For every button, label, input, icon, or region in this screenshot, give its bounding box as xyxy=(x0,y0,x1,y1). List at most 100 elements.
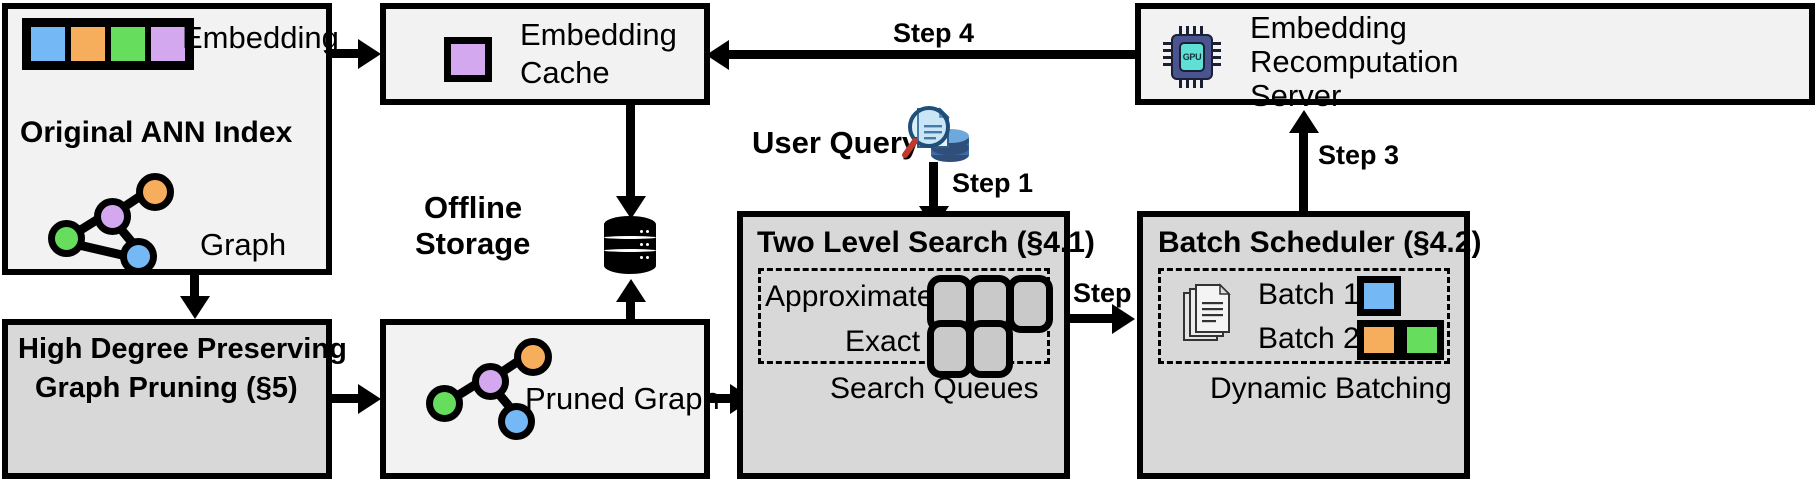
arrow-step2-head xyxy=(1112,304,1135,334)
gpu-pin xyxy=(1193,79,1196,88)
gpu-chip-icon: GPU xyxy=(1163,26,1221,88)
dynamic-batching-panel xyxy=(1158,268,1450,364)
step4-label: Step 4 xyxy=(893,18,975,48)
gpu-pin xyxy=(1212,49,1221,52)
batch1-swatch-blue xyxy=(1357,276,1401,316)
arrow-prunedgraph-to-storage-line xyxy=(626,300,635,322)
recompute-server-line1: Embedding xyxy=(1250,10,1407,45)
embedding-swatch-orange xyxy=(68,24,108,64)
recompute-server-box xyxy=(1135,3,1815,105)
gpu-pin xyxy=(1163,49,1172,52)
arrow-step1-line xyxy=(929,162,938,210)
arrow-pruning-to-prunedgraph-line xyxy=(332,394,362,403)
arrow-pruning-to-prunedgraph-head xyxy=(358,384,381,414)
arrow-cache-to-storage-head xyxy=(616,196,646,219)
database-separator xyxy=(604,249,656,252)
embedding-label: Embedding xyxy=(182,20,339,55)
embedding-swatch-green xyxy=(108,24,148,64)
graph-node-orange xyxy=(136,173,174,211)
arrow-cache-to-storage-line xyxy=(626,105,635,200)
batch1-label: Batch 1 xyxy=(1258,278,1360,311)
graph-node-blue xyxy=(120,238,157,275)
step3-label: Step 3 xyxy=(1318,140,1400,170)
graph-node-purple xyxy=(472,363,509,400)
graph-pruning-box xyxy=(2,319,332,479)
embedding-swatch-strip xyxy=(22,18,194,70)
recompute-server-line3: Server xyxy=(1250,78,1342,113)
original-index-graph xyxy=(40,170,190,275)
graph-node-orange xyxy=(514,338,552,376)
gpu-pin xyxy=(1179,79,1182,88)
arrow-step4-head xyxy=(706,40,729,70)
arrow-step3-head xyxy=(1289,110,1319,133)
gpu-pin xyxy=(1163,42,1172,45)
arrow-step2-line xyxy=(1070,314,1118,323)
gpu-pin xyxy=(1200,79,1203,88)
pruned-graph-nodes xyxy=(418,335,568,440)
database-indicator-dot xyxy=(646,230,649,233)
graph-node-purple xyxy=(94,198,131,235)
gpu-pin xyxy=(1163,56,1172,59)
gpu-pin xyxy=(1186,79,1189,88)
graph-pruning-line1: High Degree Preserving xyxy=(18,333,347,365)
gpu-pin xyxy=(1212,63,1221,66)
gpu-pin xyxy=(1186,26,1189,35)
batch-scheduler-title: Batch Scheduler (§4.2) xyxy=(1158,226,1482,259)
arrow-index-to-pruning-head xyxy=(180,296,210,319)
embedding-cache-line2: Cache xyxy=(520,55,610,90)
graph-node-green xyxy=(426,385,463,422)
gpu-pin xyxy=(1200,26,1203,35)
step1-label: Step 1 xyxy=(952,168,1034,198)
search-queues-footer: Search Queues xyxy=(830,372,1039,405)
gpu-pin xyxy=(1212,42,1221,45)
original-ann-index-title: Original ANN Index xyxy=(20,116,293,149)
database-indicator-dot xyxy=(640,243,643,246)
gpu-pin xyxy=(1163,63,1172,66)
embedding-swatch-blue xyxy=(28,24,68,64)
gpu-pin xyxy=(1179,26,1182,35)
arrow-index-to-cache-head xyxy=(358,39,381,69)
batch-scheduler-box xyxy=(1137,211,1470,479)
database-top-disc xyxy=(604,216,656,233)
embedding-cache-swatch xyxy=(444,37,492,82)
gpu-pin xyxy=(1193,26,1196,35)
offline-storage-line2: Storage xyxy=(415,226,531,261)
dynamic-batching-footer: Dynamic Batching xyxy=(1210,372,1452,405)
exact-queue-slot xyxy=(967,320,1013,378)
document-stack-icon xyxy=(1180,283,1236,345)
graph-label: Graph xyxy=(200,227,287,262)
graph-node-green xyxy=(48,220,85,257)
pruned-graph-label: Pruned Graph xyxy=(525,381,720,416)
embedding-cache-line1: Embedding xyxy=(520,17,677,52)
arrow-prunedgraph-to-search-line xyxy=(710,394,736,403)
magnifier-document-coins-icon xyxy=(900,103,974,169)
arrow-step4-line xyxy=(728,50,1136,59)
database-indicator-dot xyxy=(646,256,649,259)
batch2-label: Batch 2 xyxy=(1258,322,1360,355)
database-indicator-dot xyxy=(640,256,643,259)
approximate-row-label: Approximate xyxy=(765,280,934,313)
embedding-cache-box xyxy=(380,3,710,105)
graph-pruning-line2: Graph Pruning (§5) xyxy=(35,372,298,404)
arrow-index-to-pruning-line xyxy=(190,275,199,299)
approximate-queue-slot xyxy=(1007,275,1053,333)
offline-storage-line1: Offline xyxy=(424,190,523,225)
step2-label: Step 2 xyxy=(1073,278,1155,308)
database-bottom-disc xyxy=(604,257,656,274)
user-query-label: User Query xyxy=(752,125,920,160)
batch2-swatch-green xyxy=(1400,320,1444,360)
two-level-search-box xyxy=(737,211,1070,479)
database-separator xyxy=(604,236,656,239)
graph-node-blue xyxy=(498,403,535,440)
arrow-index-to-cache-line xyxy=(332,49,362,58)
database-indicator-dot xyxy=(646,243,649,246)
batch2-swatch-orange xyxy=(1357,320,1401,360)
arrow-step3-line xyxy=(1299,132,1308,212)
exact-row-label: Exact xyxy=(845,325,921,358)
gpu-pin xyxy=(1212,56,1221,59)
recompute-server-line2: Recomputation xyxy=(1250,44,1459,79)
database-indicator-dot xyxy=(640,230,643,233)
gpu-chip-core-label: GPU xyxy=(1179,42,1205,72)
arrow-prunedgraph-to-storage-head xyxy=(616,279,646,302)
